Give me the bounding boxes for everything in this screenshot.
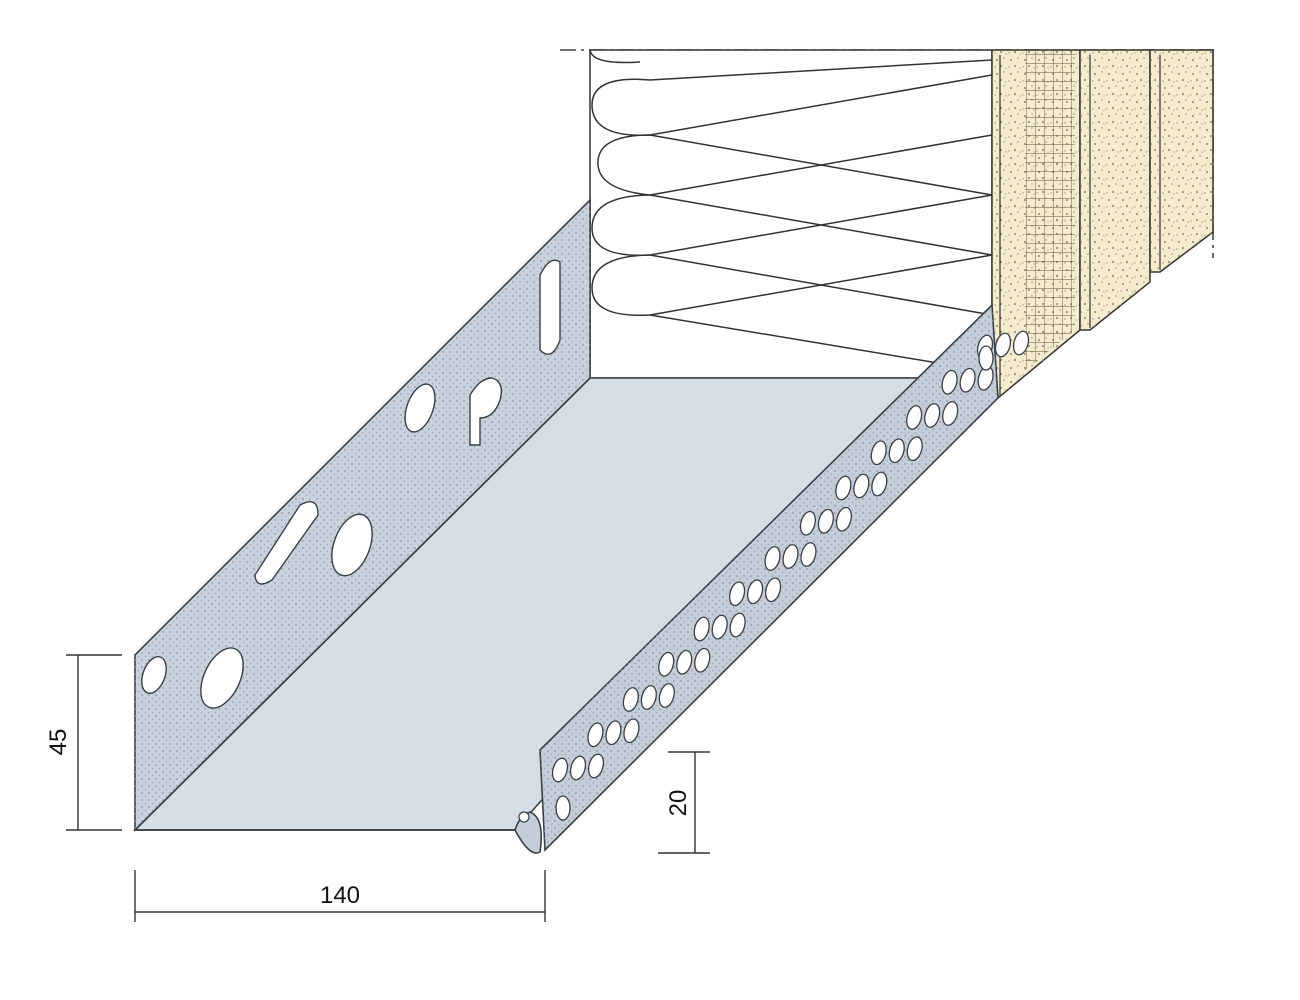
perforation-hole xyxy=(942,401,959,426)
perforation-hole xyxy=(994,332,1012,358)
dimension-height: 45 xyxy=(45,654,122,831)
reinforcement-mesh xyxy=(991,49,1081,399)
perforation-hole xyxy=(835,475,852,501)
profile-fold-line xyxy=(134,377,591,831)
perforated-base-profile xyxy=(133,198,1030,854)
wall-assembly xyxy=(560,49,1215,399)
dimension-label-height: 45 xyxy=(45,729,72,756)
perforation-hole xyxy=(1012,330,1030,356)
perforation-hole xyxy=(764,546,781,571)
fixing-hole xyxy=(404,383,436,433)
perforation-hole xyxy=(888,438,905,464)
perforation-hole xyxy=(924,403,941,428)
perforation-hole xyxy=(693,616,710,642)
perforation-hole xyxy=(569,755,587,781)
dimension-width: 140 xyxy=(134,870,546,922)
perforation-hole xyxy=(587,753,605,779)
perforation-hole xyxy=(853,473,870,499)
perforation-hole xyxy=(729,612,746,638)
perforation-hole xyxy=(746,579,764,605)
perforation-hole xyxy=(658,651,675,677)
perforation-hole xyxy=(605,720,622,746)
fixing-slot xyxy=(539,259,561,355)
perforation-hole xyxy=(676,649,693,675)
fixing-hole xyxy=(141,656,167,694)
dimension-lip: 20 xyxy=(658,751,710,854)
perforation-hole xyxy=(782,544,799,569)
insulation-batt xyxy=(589,49,993,379)
perforation-hole xyxy=(728,581,746,607)
perforation-hole xyxy=(623,718,640,744)
fixing-hole xyxy=(331,513,373,577)
dimension-label-width: 140 xyxy=(320,882,360,909)
perforation-hole xyxy=(906,436,923,462)
perforation-hole xyxy=(711,614,728,640)
lip-perforations xyxy=(551,330,1030,821)
p-shaped-hole xyxy=(469,377,503,446)
perforation-hole xyxy=(551,757,569,783)
perforation-hole xyxy=(658,683,675,708)
finish-layer xyxy=(1149,49,1214,273)
fixing-slot xyxy=(254,501,319,585)
perforation-hole xyxy=(870,440,887,466)
perforation-hole xyxy=(640,685,657,710)
fixing-hole xyxy=(200,647,244,709)
perforation-hole xyxy=(906,405,923,430)
dimension-label-lip: 20 xyxy=(665,790,692,817)
render-layer xyxy=(1079,49,1151,331)
profile-front-lip xyxy=(514,303,1030,854)
perforation-hole xyxy=(835,506,853,532)
perforation-hole xyxy=(871,471,888,497)
perforation-hole xyxy=(587,722,604,748)
perforation-hole xyxy=(800,542,817,567)
perforation-hole xyxy=(799,510,817,536)
perforation-hole xyxy=(694,647,711,673)
perforation-hole xyxy=(622,687,639,712)
perforation-hole xyxy=(764,577,782,603)
perforation-hole xyxy=(555,795,571,821)
perforation-hole xyxy=(959,367,976,393)
profile-back-flange xyxy=(134,198,591,832)
perforation-hole xyxy=(817,508,835,534)
perforation-hole xyxy=(978,345,994,371)
perforation-hole xyxy=(941,369,958,395)
